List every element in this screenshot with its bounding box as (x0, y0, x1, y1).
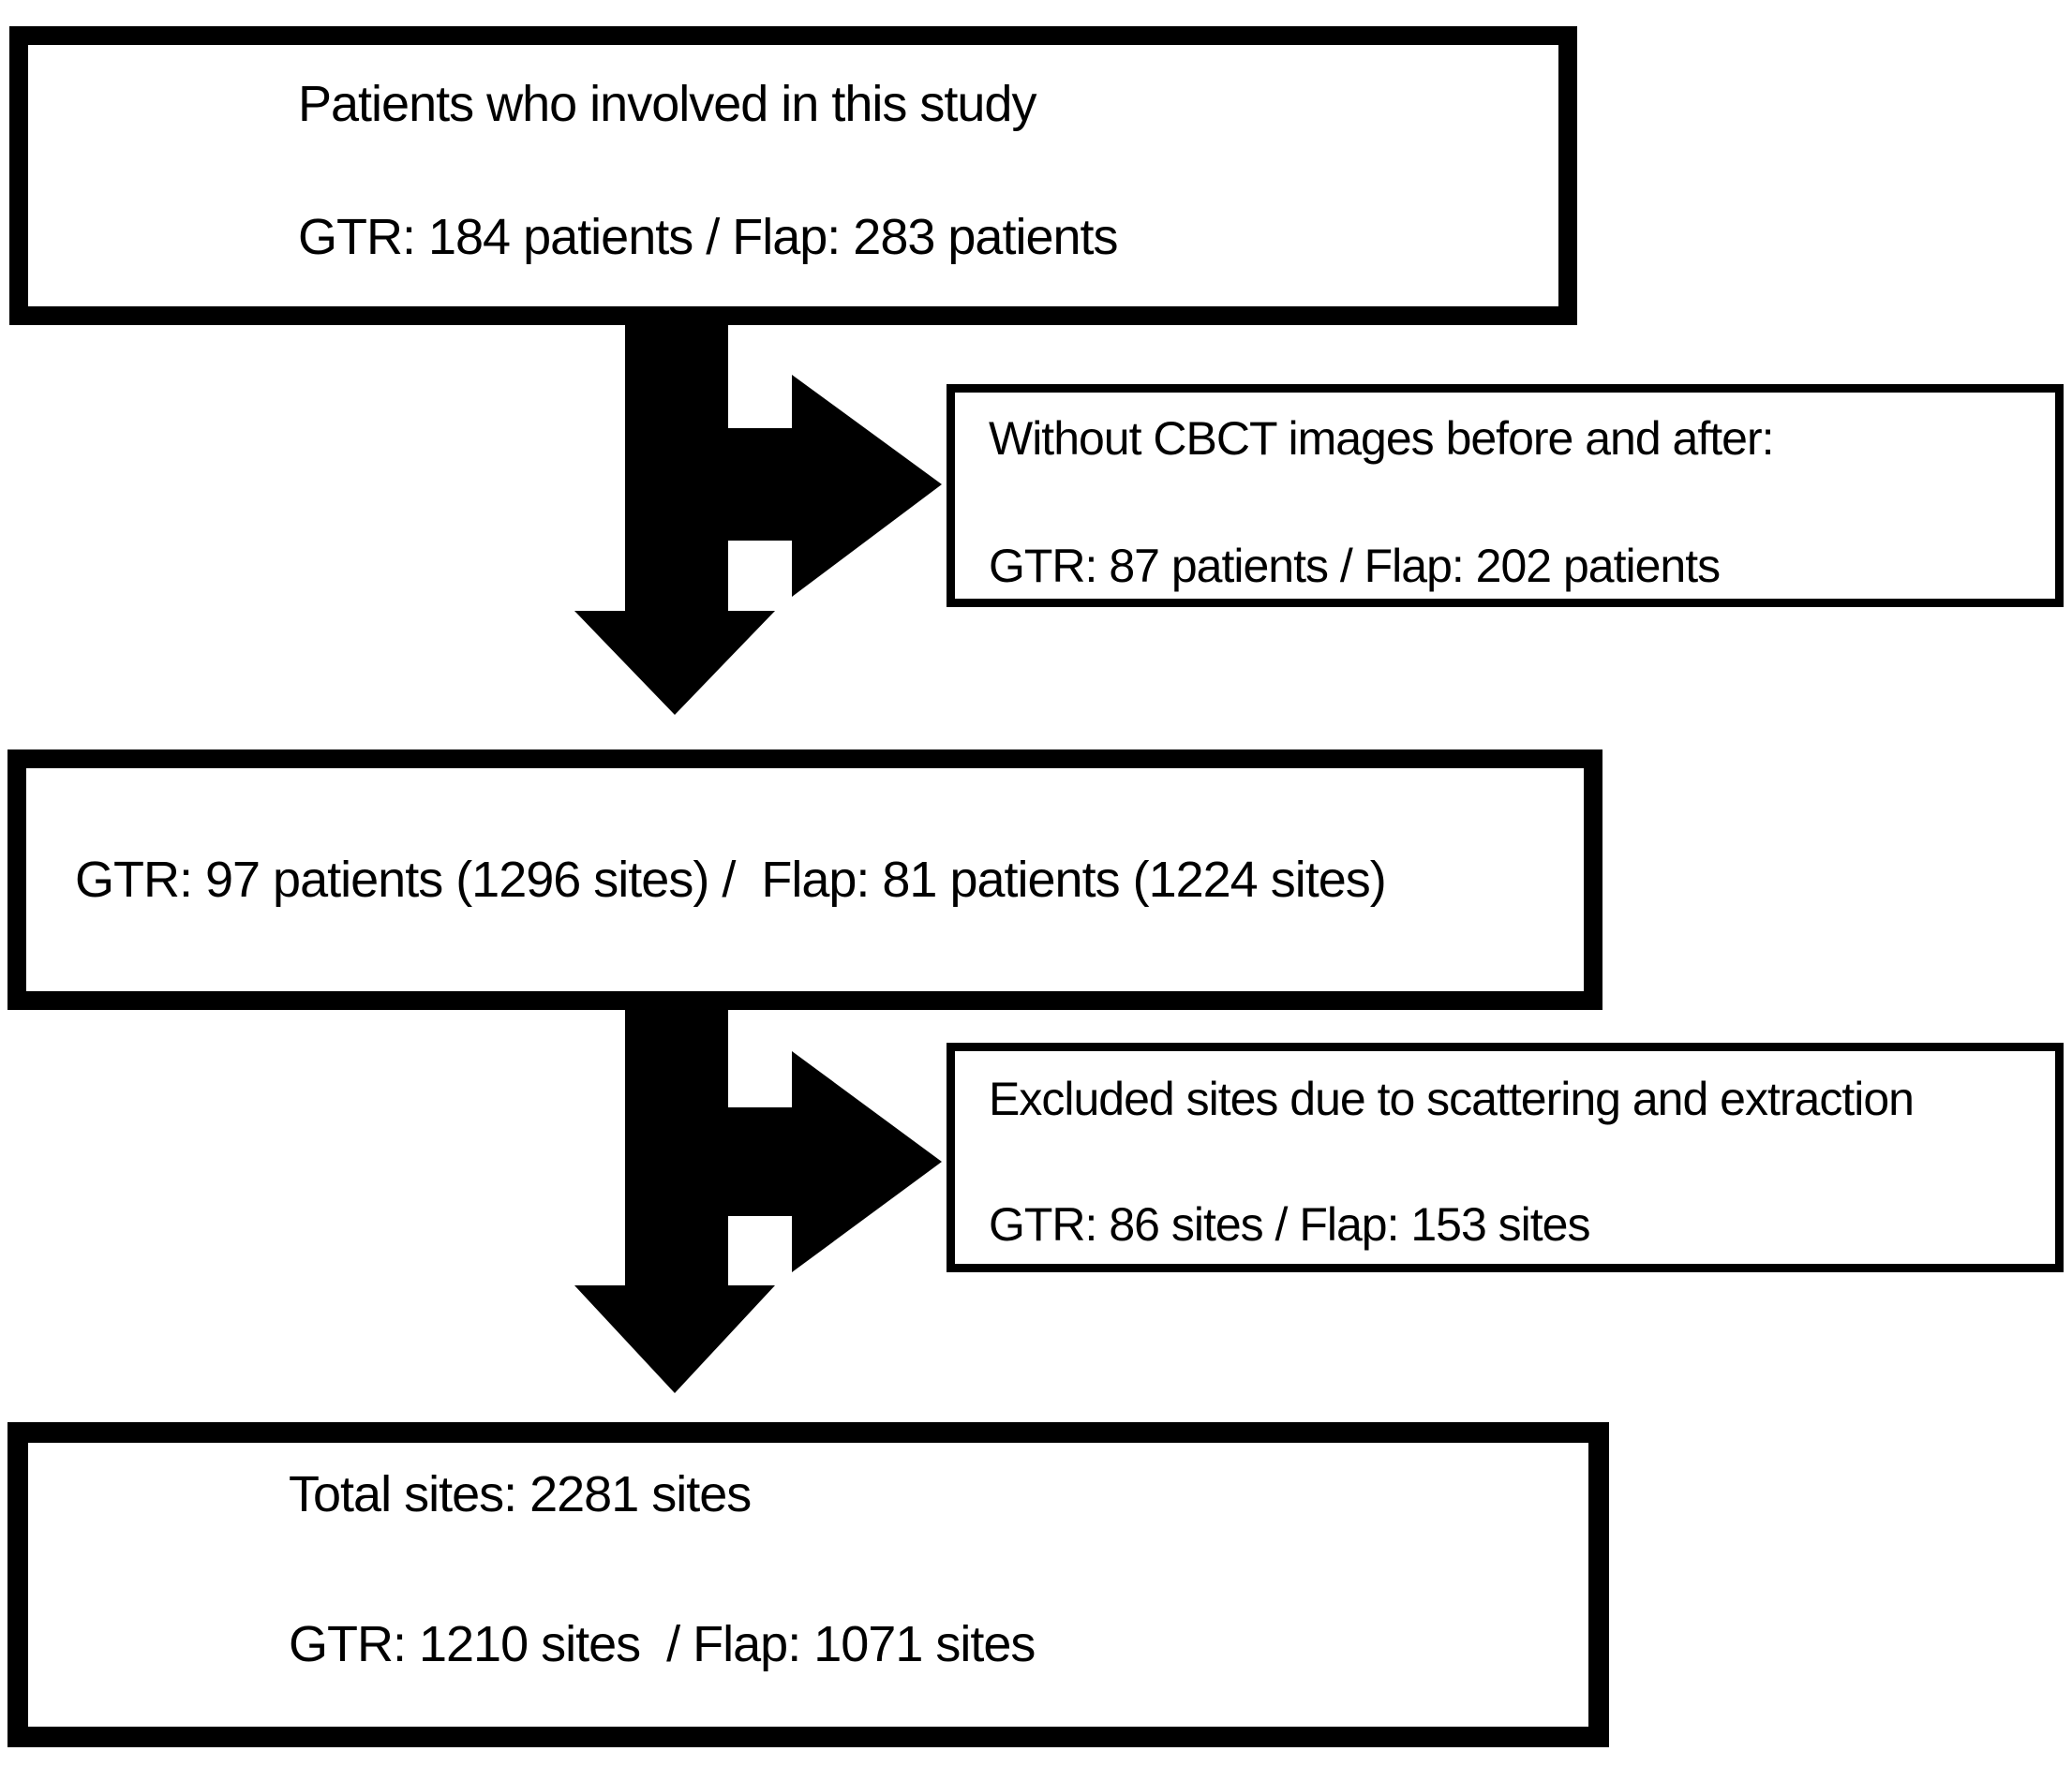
total-sites-box-title: Total sites: 2281 sites (289, 1466, 752, 1522)
branch-arrow-2-right (728, 1051, 942, 1272)
total-sites-box-counts: GTR: 1210 sites / Flap: 1071 sites (289, 1616, 1036, 1672)
top-patients-box-title: Patients who involved in this study (298, 76, 1036, 132)
included-patients-box-counts: GTR: 97 patients (1296 sites) / Flap: 81… (75, 852, 1387, 908)
top-patients-box-counts: GTR: 184 patients / Flap: 283 patients (298, 209, 1119, 265)
included-patients-box: GTR: 97 patients (1296 sites) / Flap: 81… (7, 749, 1602, 1010)
excluded-sites-box-counts: GTR: 86 sites / Flap: 153 sites (989, 1198, 1590, 1251)
total-sites-box: Total sites: 2281 sites GTR: 1210 sites … (7, 1422, 1609, 1747)
excluded-sites-box: Excluded sites due to scattering and ext… (947, 1043, 2064, 1272)
down-arrow-2 (574, 1004, 775, 1393)
top-patients-box: Patients who involved in this study GTR:… (9, 26, 1577, 325)
excluded-no-cbct-box-counts: GTR: 87 patients / Flap: 202 patients (989, 540, 1721, 592)
down-arrow-1 (574, 319, 775, 715)
excluded-no-cbct-box-title: Without CBCT images before and after: (989, 412, 1774, 465)
excluded-sites-box-title: Excluded sites due to scattering and ext… (989, 1073, 1915, 1125)
branch-arrow-1-right (728, 375, 942, 597)
excluded-no-cbct-box: Without CBCT images before and after: GT… (947, 384, 2064, 607)
